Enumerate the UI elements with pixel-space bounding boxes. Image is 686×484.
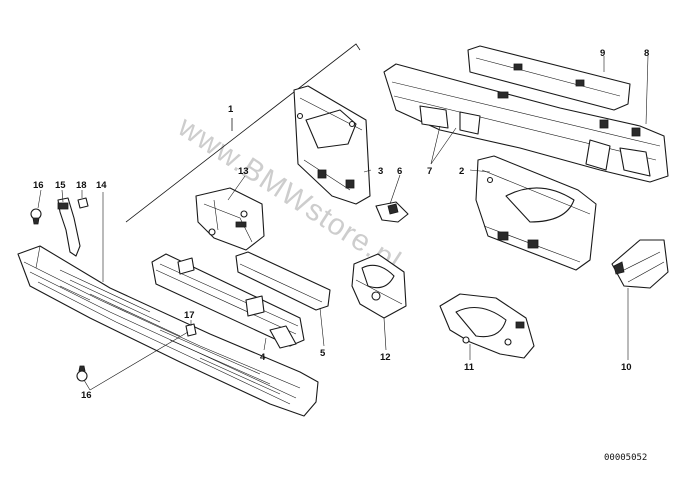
leader-lines xyxy=(37,55,649,391)
callout-2: 2 xyxy=(459,166,464,177)
bracket-12-part xyxy=(351,253,407,319)
callout-9: 9 xyxy=(600,48,605,59)
callout-labels: 1 2 3 4 5 6 7 8 9 10 11 12 13 14 15 16 1… xyxy=(33,48,649,401)
callout-8: 8 xyxy=(644,48,649,59)
strip-5-part xyxy=(235,251,331,311)
cover-9-part xyxy=(467,45,631,111)
callout-13: 13 xyxy=(238,166,249,177)
callout-16-lower: 16 xyxy=(81,390,92,401)
bracket-13-part xyxy=(195,187,265,251)
front-panel-8-part xyxy=(383,63,669,183)
callout-16-upper: 16 xyxy=(33,180,44,191)
front-bumper-part xyxy=(17,245,319,417)
group-line-1 xyxy=(125,43,361,223)
callout-14: 14 xyxy=(96,180,107,191)
callout-5: 5 xyxy=(320,348,326,359)
callout-1: 1 xyxy=(228,104,234,115)
screw-16-upper-part xyxy=(30,208,42,225)
panel-2-part xyxy=(475,155,597,271)
callout-12: 12 xyxy=(380,352,391,363)
callout-18: 18 xyxy=(76,180,87,191)
housing-11-part xyxy=(439,293,535,359)
bracket-6-part xyxy=(375,201,409,223)
carrier-4-part xyxy=(151,253,305,349)
callout-7: 7 xyxy=(427,166,432,177)
bracket-10-part xyxy=(611,239,669,289)
bracket-15-part xyxy=(57,197,89,257)
callout-4: 4 xyxy=(260,352,266,363)
callout-17: 17 xyxy=(184,310,195,321)
callout-10: 10 xyxy=(621,362,632,373)
screw-16-lower-part xyxy=(76,365,88,382)
callout-11: 11 xyxy=(464,362,475,373)
callout-3: 3 xyxy=(378,166,383,177)
callout-6: 6 xyxy=(397,166,402,177)
diagram-part-number: 00005052 xyxy=(604,453,647,463)
callout-15: 15 xyxy=(55,180,66,191)
panel-3-part xyxy=(293,85,371,205)
